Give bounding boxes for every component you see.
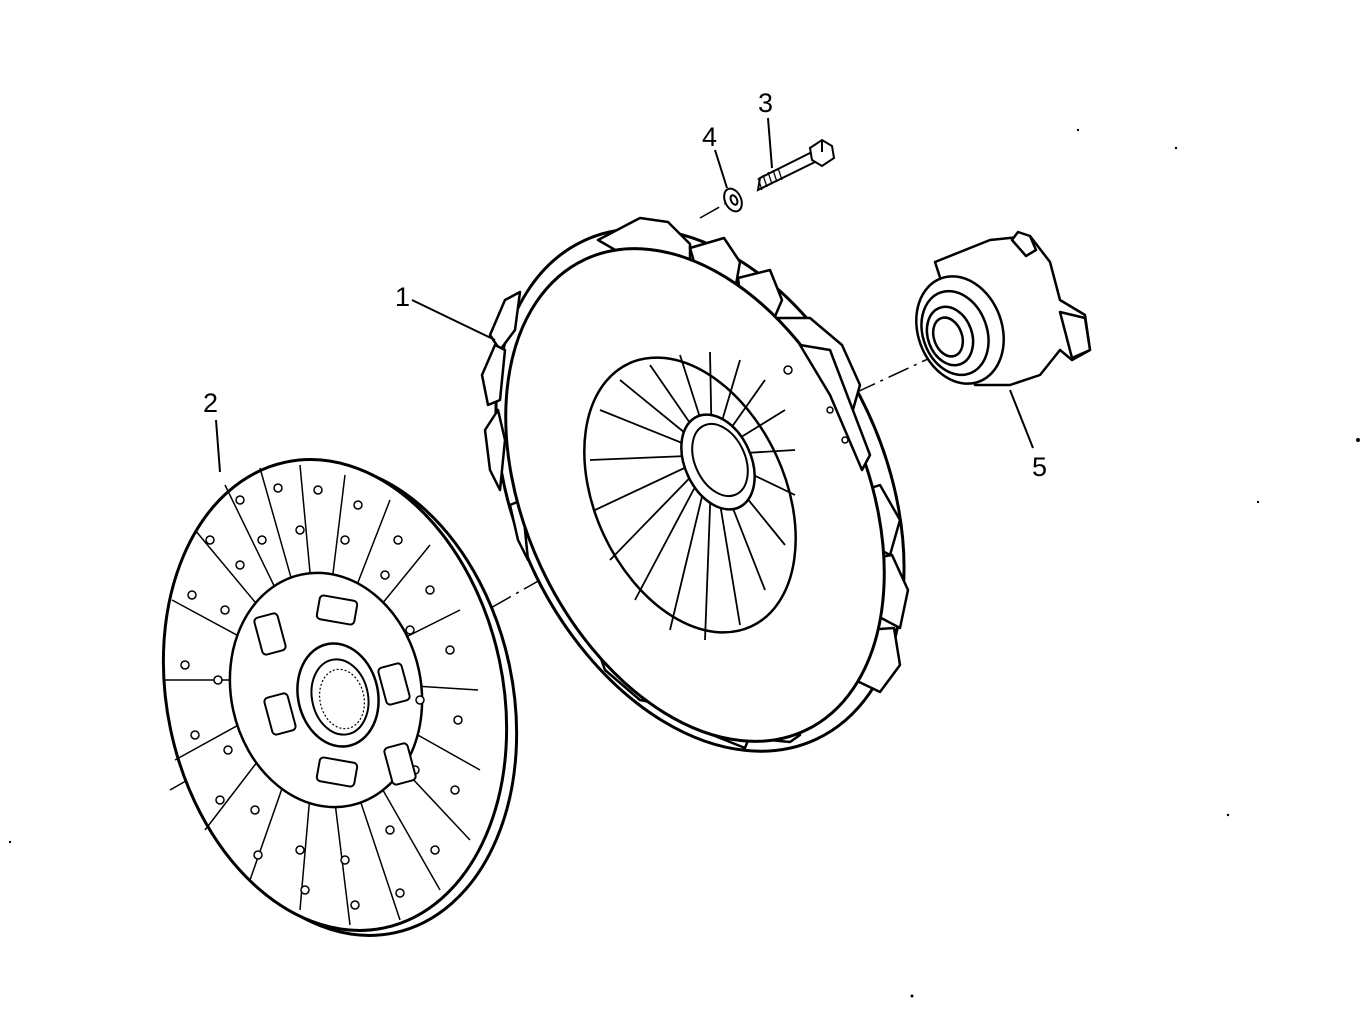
leader-lines [215, 117, 1034, 473]
leader-5 [1009, 389, 1034, 449]
pressure-plate [480, 216, 910, 753]
scan-specks [8, 128, 1360, 998]
bolt-thread [757, 167, 783, 191]
leader-2 [215, 419, 221, 473]
leader-4 [714, 149, 728, 189]
damper-springs [253, 594, 417, 788]
callout-4: 4 [702, 122, 717, 152]
callout-3: 3 [758, 88, 773, 118]
lining-rivets [180, 483, 463, 910]
leader-1 [411, 299, 496, 341]
washer [723, 187, 743, 213]
callout-1: 1 [395, 282, 410, 312]
bolt [756, 138, 836, 192]
release-bearing [915, 230, 1092, 387]
callout-5: 5 [1032, 452, 1047, 482]
clutch-disc [161, 458, 519, 937]
leader-3 [767, 117, 773, 169]
callout-2: 2 [203, 388, 218, 418]
